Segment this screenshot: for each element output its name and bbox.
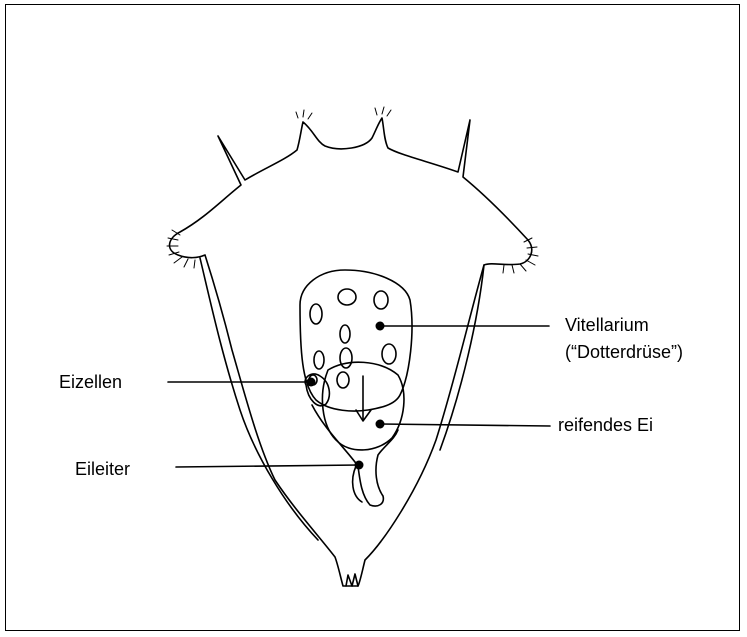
toes xyxy=(346,574,358,586)
nucleus xyxy=(340,325,350,343)
body-inner-right xyxy=(440,265,484,450)
cilia-top xyxy=(296,107,391,119)
nucleus xyxy=(310,304,322,324)
label-eizellen: Eizellen xyxy=(59,371,122,393)
leader-dot-eizellen xyxy=(307,378,316,387)
label-vitellarium: Vitellarium xyxy=(565,314,649,336)
label-dotterdruese: (“Dotterdrüse”) xyxy=(565,341,683,363)
leader-eileiter xyxy=(176,465,359,467)
leader-dot-eileiter xyxy=(355,461,364,470)
nucleus xyxy=(338,289,356,305)
label-eileiter: Eileiter xyxy=(75,458,130,480)
nucleus xyxy=(374,291,388,309)
leader-dot-reifendes-ei xyxy=(376,420,385,429)
nucleus xyxy=(314,351,324,369)
leader-dot-vitellarium xyxy=(376,322,385,331)
cilia-right xyxy=(503,238,538,273)
nucleus xyxy=(382,344,396,364)
vitellarium-outline xyxy=(300,270,412,411)
leader-reifendes-ei xyxy=(380,424,550,426)
nucleus xyxy=(337,372,349,388)
label-reifendes-ei: reifendes Ei xyxy=(558,414,653,436)
